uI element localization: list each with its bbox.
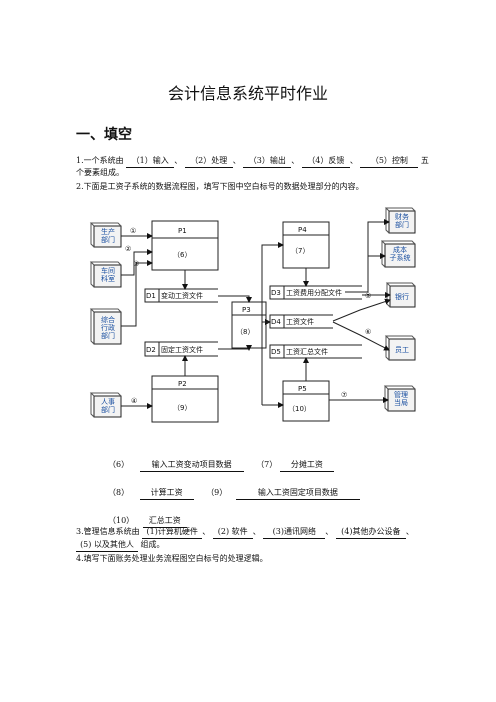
answer-8: 计算工资 (139, 487, 194, 500)
page-title: 会计信息系统平时作业 (167, 84, 328, 103)
d4-label: 工资文件 (286, 317, 314, 326)
q1-blank-4: （4）反馈 (301, 155, 350, 168)
q1-prefix: 1.一个系统由 (76, 156, 124, 165)
q3-prefix: 3.管理信息系统由 (76, 527, 140, 536)
p1-label: P1 (178, 227, 187, 235)
answer-6-label: （6） (108, 460, 130, 469)
d4-tag: D4 (271, 318, 281, 326)
flow-7-label: ⑦ (341, 391, 347, 399)
q3-blank-3: (3)通讯网络 (263, 526, 326, 539)
p3-num: （8） (236, 328, 254, 336)
p1-num: （6） (173, 251, 191, 259)
answer-10-label: （10） (108, 516, 135, 525)
answer-8-label: （8） (108, 488, 130, 497)
q3-blank-2: (2) 软件 (212, 526, 253, 539)
d3-tag: D3 (271, 289, 281, 297)
q1-line2: 个要素组成。 (76, 168, 124, 177)
entity-production-label: 生产部门 (101, 227, 115, 244)
p4-num: （7） (291, 247, 309, 255)
store-d3 (269, 285, 362, 300)
q3-suffix: 组成。 (140, 540, 165, 549)
question-1: 1.一个系统由 （1）输入、 （2）处理、 （3）输出、 （4）反馈、 （5）控… (76, 155, 429, 168)
section-heading: 一、填空 (76, 127, 132, 143)
d5-tag: D5 (271, 348, 281, 356)
q1-blank-1: （1）输入 (126, 155, 175, 168)
store-d2 (144, 341, 218, 357)
q3-blank-4: (4)其他办公设备 (335, 526, 406, 539)
q1-blank-3: （3）输出 (243, 155, 292, 168)
flow-5-label: ⑤ (365, 292, 371, 300)
answer-row-6-7: （6） 输入工资变动项目数据 （7） 分摊工资 (108, 459, 334, 472)
answer-7: 分摊工资 (279, 459, 334, 472)
flow-1-label: ① (130, 227, 136, 235)
q3-blank-5: (5) 以及其他人 (76, 539, 138, 552)
flow-6-label: ⑥ (365, 328, 371, 336)
flow-4-label: ④ (131, 397, 137, 405)
question-4: 4.填写下面账务处理业务流程图空白标号的处理逻辑。 (76, 554, 268, 563)
p2-label: P2 (178, 380, 187, 388)
answer-9: 输入工资固定项目数据 (235, 487, 360, 500)
d2-label: 固定工资文件 (161, 345, 203, 354)
p5-num: （10） (288, 405, 311, 413)
q3-line2: (5) 以及其他人 组成。 (76, 539, 165, 552)
flow-3-label: ③ (133, 260, 139, 268)
q1-blank-2: （2）处理 (184, 155, 233, 168)
p4-label: P4 (298, 226, 307, 234)
question-2: 2.下面是工资子系统的数据流程图，填写下图中空白标号的数据处理部分的内容。 (76, 182, 364, 191)
answer-7-label: （7） (256, 460, 278, 469)
p2-num: （9） (173, 404, 191, 412)
entity-staff-label: 员工 (395, 346, 409, 354)
answer-9-label: （9） (206, 488, 228, 497)
q3-blank-1: (1)计算机硬件 (142, 526, 203, 539)
d3-label: 工资费用分配文件 (286, 288, 342, 297)
entity-admin-label: 综合行政部门 (101, 315, 115, 340)
answer-row-8-9: （8） 计算工资 （9） 输入工资固定项目数据 (108, 487, 360, 500)
answer-10: 汇总工资 (142, 515, 187, 528)
d2-tag: D2 (146, 346, 156, 354)
q1-suffix: 五 (420, 156, 429, 165)
entity-mgmt-label: 管理当局 (394, 390, 408, 407)
entity-cost-label: 成本子系统 (390, 245, 411, 262)
p3-label: P3 (242, 306, 251, 314)
p5-label: P5 (298, 385, 307, 393)
entity-admin-box (93, 311, 122, 345)
d1-tag: D1 (146, 292, 156, 300)
answer-6: 输入工资变动项目数据 (139, 459, 244, 472)
q1-blank-5: （5）控制 (360, 155, 419, 168)
question-3: 3.管理信息系统由 (1)计算机硬件、 (2) 软件、 (3)通讯网络、 (4)… (76, 526, 414, 539)
store-d5 (269, 344, 362, 359)
flow-2-label: ② (125, 245, 131, 253)
d1-label: 变动工资文件 (161, 291, 203, 300)
d5-label: 工资汇总文件 (286, 347, 328, 356)
entity-hr-label: 人事部门 (101, 397, 115, 414)
store-d1 (144, 288, 218, 303)
entity-workshop-box (93, 264, 122, 288)
entity-workshop-label: 车间科室 (101, 266, 115, 283)
entity-finance-label: 财务部门 (395, 212, 409, 229)
answer-row-10: （10） 汇总工资 (108, 515, 187, 528)
entity-bank-label: 银行 (395, 292, 409, 301)
